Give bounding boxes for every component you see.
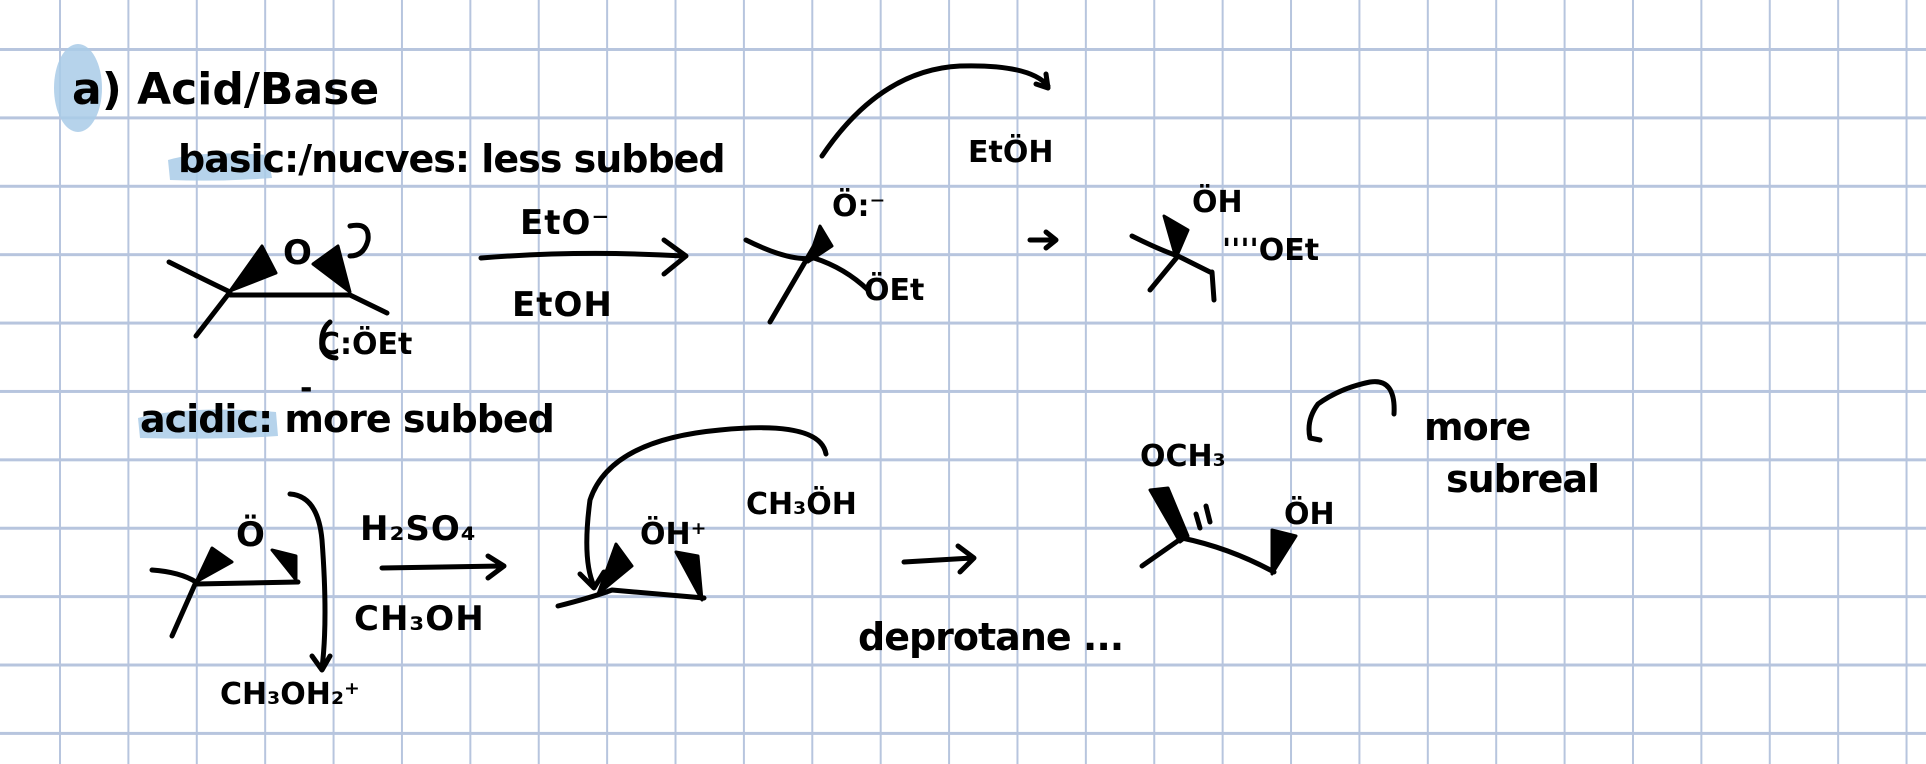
basic-product-hydroxyl: ÖH xyxy=(1192,183,1243,220)
acidic-product xyxy=(1139,486,1298,576)
acidic-byproduct: CH₃OH₂⁺ xyxy=(220,677,360,712)
proton-source: EtÖH xyxy=(968,133,1053,170)
basic-product-ether: ''''OEt xyxy=(1222,233,1319,268)
acidic-reagent-bottom: CH₃OH xyxy=(354,599,485,639)
basic-reagent-top: EtO⁻ xyxy=(520,203,610,243)
epoxide-oxygen: O xyxy=(283,233,313,273)
intermediate-ether: ÖEt xyxy=(864,271,924,308)
basic-reaction-arrow xyxy=(478,237,689,277)
basic-label: basic:/nucves: less subbed xyxy=(178,137,725,181)
basic-reagent-bottom: EtOH xyxy=(512,285,613,325)
deprotonate-note: deprotane ... xyxy=(858,615,1123,659)
curl-arrow xyxy=(347,222,371,259)
proton-transfer-arrow xyxy=(819,63,1051,159)
basic-highlight xyxy=(168,153,272,181)
acidic-intermediate xyxy=(555,542,707,609)
acidic-reagent-top: H₂SO₄ xyxy=(360,509,477,549)
acidic-nucleophile: CH₃ÖH xyxy=(746,485,857,522)
nucleophile-charge: - xyxy=(300,371,312,406)
acidic-step-arrow xyxy=(901,543,977,575)
nucleophile-label: C:ÖEt xyxy=(318,325,412,362)
nucleophile-attack-arrow xyxy=(577,425,829,591)
annotation-arrow xyxy=(1306,379,1397,443)
acidic-product-hydroxyl: ÖH xyxy=(1284,495,1335,532)
heading-highlight xyxy=(54,44,102,132)
intermediate-oxide: Ö:⁻ xyxy=(832,187,885,224)
basic-product xyxy=(1129,214,1217,303)
section-heading: a) Acid/Base xyxy=(72,64,379,115)
basic-epoxide xyxy=(166,222,390,361)
acidic-label: acidic: more subbed xyxy=(140,397,554,441)
annotation-line1: more xyxy=(1424,405,1530,449)
protonated-oxygen: ÖH⁺ xyxy=(640,515,706,552)
protonation-arrow xyxy=(287,491,333,673)
acidic-highlight xyxy=(138,409,278,439)
basic-step-arrow xyxy=(1027,229,1059,251)
nucleophile-attack-curve xyxy=(319,319,339,361)
acidic-product-methoxy: OCH₃ xyxy=(1140,439,1226,474)
acidic-epoxide xyxy=(149,546,301,639)
annotation-line2: subreal xyxy=(1446,457,1599,501)
acidic-reaction-arrow xyxy=(379,553,507,581)
acidic-epoxide-oxygen: Ö xyxy=(236,514,266,555)
basic-intermediate xyxy=(743,224,871,325)
